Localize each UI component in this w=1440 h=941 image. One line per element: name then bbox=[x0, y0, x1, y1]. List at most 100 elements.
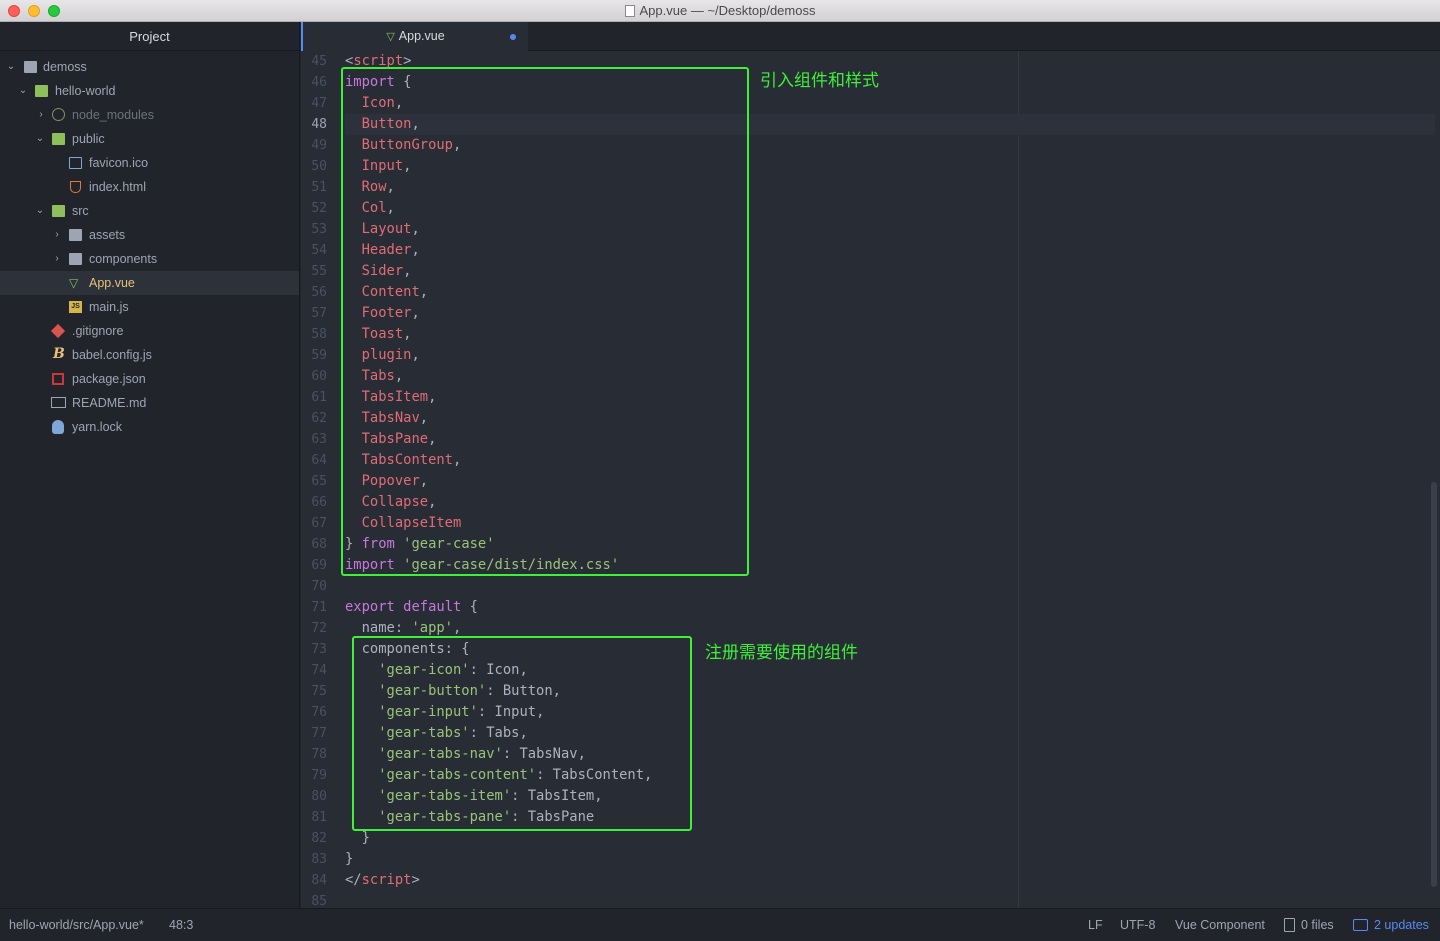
tree-item-hello-world[interactable]: ⌄ hello-world bbox=[0, 79, 299, 103]
tree-item-index-html[interactable]: index.html bbox=[0, 175, 299, 199]
code-line: Footer, bbox=[345, 305, 420, 321]
line-number[interactable]: 67 bbox=[311, 516, 327, 531]
line-number[interactable]: 58 bbox=[311, 327, 327, 342]
image-file-icon bbox=[69, 157, 82, 169]
line-number[interactable]: 53 bbox=[311, 222, 327, 237]
tree-item-label: .gitignore bbox=[72, 324, 124, 338]
line-number[interactable]: 54 bbox=[311, 243, 327, 258]
line-number[interactable]: 46 bbox=[311, 75, 327, 90]
chevron-right-icon[interactable]: › bbox=[55, 253, 59, 264]
tree-item-node-modules[interactable]: › node_modules bbox=[0, 103, 299, 127]
maximize-window-button[interactable] bbox=[48, 5, 60, 17]
line-number[interactable]: 62 bbox=[311, 411, 327, 426]
tree-item-src[interactable]: ⌄ src bbox=[0, 199, 299, 223]
line-number[interactable]: 61 bbox=[311, 390, 327, 405]
line-number[interactable]: 60 bbox=[311, 369, 327, 384]
tree-item-demoss[interactable]: ⌄ demoss bbox=[0, 55, 299, 79]
tree-item-public[interactable]: ⌄ public bbox=[0, 127, 299, 151]
line-number[interactable]: 75 bbox=[311, 684, 327, 699]
tree-item-app-vue[interactable]: ▽ App.vue bbox=[0, 271, 299, 295]
line-number[interactable]: 80 bbox=[311, 789, 327, 804]
status-updates[interactable]: 2 updates bbox=[1374, 918, 1429, 932]
status-cursor-position[interactable]: 48:3 bbox=[169, 918, 194, 932]
folder-open-icon bbox=[52, 133, 65, 145]
code-line: CollapseItem bbox=[345, 515, 462, 531]
file-tree: ⌄ demoss ⌄ hello-world › node_modules ⌄ … bbox=[0, 55, 299, 439]
minimize-window-button[interactable] bbox=[28, 5, 40, 17]
line-number[interactable]: 73 bbox=[311, 642, 327, 657]
js-icon: JS bbox=[69, 301, 82, 313]
line-number[interactable]: 70 bbox=[311, 579, 327, 594]
tree-item-label: components bbox=[89, 252, 158, 266]
tree-item-label: public bbox=[72, 132, 105, 146]
line-number[interactable]: 63 bbox=[311, 432, 327, 447]
line-number[interactable]: 79 bbox=[311, 768, 327, 783]
status-grammar[interactable]: Vue Component bbox=[1175, 918, 1265, 932]
chevron-right-icon[interactable]: › bbox=[39, 109, 43, 120]
line-number[interactable]: 81 bbox=[311, 810, 327, 825]
tree-item-package-json[interactable]: package.json bbox=[0, 367, 299, 391]
line-number[interactable]: 69 bbox=[311, 558, 327, 573]
line-number[interactable]: 51 bbox=[311, 180, 327, 195]
imports-annotation: 引入组件和样式 bbox=[760, 71, 879, 91]
chevron-down-icon[interactable]: ⌄ bbox=[35, 133, 45, 144]
line-number[interactable]: 66 bbox=[311, 495, 327, 510]
line-number[interactable]: 45 bbox=[311, 54, 327, 69]
line-number[interactable]: 64 bbox=[311, 453, 327, 468]
line-number[interactable]: 52 bbox=[311, 201, 327, 216]
status-files[interactable]: 0 files bbox=[1301, 918, 1334, 932]
line-number[interactable]: 47 bbox=[311, 96, 327, 111]
tree-item-babel-config[interactable]: B babel.config.js bbox=[0, 343, 299, 367]
status-file-path[interactable]: hello-world/src/App.vue* bbox=[9, 918, 144, 932]
tree-item-readme[interactable]: README.md bbox=[0, 391, 299, 415]
line-number[interactable]: 76 bbox=[311, 705, 327, 720]
line-number[interactable]: 77 bbox=[311, 726, 327, 741]
tree-item-label: yarn.lock bbox=[72, 420, 123, 434]
tree-item-label: node_modules bbox=[72, 108, 155, 122]
close-window-button[interactable] bbox=[8, 5, 20, 17]
project-panel-title[interactable]: Project bbox=[0, 22, 299, 51]
chevron-down-icon[interactable]: ⌄ bbox=[18, 85, 28, 96]
line-number[interactable]: 65 bbox=[311, 474, 327, 489]
tree-item-assets[interactable]: › assets bbox=[0, 223, 299, 247]
tree-item-gitignore[interactable]: .gitignore bbox=[0, 319, 299, 343]
line-number[interactable]: 49 bbox=[311, 138, 327, 153]
line-number[interactable]: 74 bbox=[311, 663, 327, 678]
markdown-icon bbox=[51, 397, 66, 408]
tab-app-vue[interactable]: ▽App.vue bbox=[301, 22, 528, 51]
line-number[interactable]: 57 bbox=[311, 306, 327, 321]
npm-icon bbox=[52, 373, 64, 385]
line-number[interactable]: 83 bbox=[311, 852, 327, 867]
chevron-down-icon[interactable]: ⌄ bbox=[35, 205, 45, 216]
code-area[interactable]: <script> import { Icon, Button, ButtonGr… bbox=[345, 51, 1435, 912]
modified-dot-icon[interactable] bbox=[510, 34, 516, 40]
line-number[interactable]: 78 bbox=[311, 747, 327, 762]
line-number[interactable]: 82 bbox=[311, 831, 327, 846]
line-number[interactable]: 50 bbox=[311, 159, 327, 174]
line-number[interactable]: 85 bbox=[311, 894, 327, 909]
code-line: TabsPane, bbox=[345, 431, 437, 447]
code-line: import { bbox=[345, 74, 412, 90]
line-number[interactable]: 59 bbox=[311, 348, 327, 363]
line-number[interactable]: 48 bbox=[311, 117, 327, 132]
line-number[interactable]: 68 bbox=[311, 537, 327, 552]
tree-item-favicon[interactable]: favicon.ico bbox=[0, 151, 299, 175]
line-number[interactable]: 55 bbox=[311, 264, 327, 279]
chevron-down-icon[interactable]: ⌄ bbox=[6, 61, 16, 72]
html5-icon bbox=[70, 181, 81, 193]
line-number[interactable]: 71 bbox=[311, 600, 327, 615]
code-line: Tabs, bbox=[345, 368, 404, 384]
status-encoding[interactable]: UTF-8 bbox=[1120, 918, 1156, 932]
tree-item-components[interactable]: › components bbox=[0, 247, 299, 271]
tree-item-yarn-lock[interactable]: yarn.lock bbox=[0, 415, 299, 439]
line-number[interactable]: 56 bbox=[311, 285, 327, 300]
line-number[interactable]: 84 bbox=[311, 873, 327, 888]
vertical-scrollbar[interactable] bbox=[1431, 482, 1437, 887]
tree-item-main-js[interactable]: JS main.js bbox=[0, 295, 299, 319]
line-number[interactable]: 72 bbox=[311, 621, 327, 636]
chevron-right-icon[interactable]: › bbox=[55, 229, 59, 240]
code-line: 'gear-tabs-pane': TabsPane bbox=[378, 809, 595, 825]
status-line-ending[interactable]: LF bbox=[1088, 918, 1103, 932]
tab-label: App.vue bbox=[398, 29, 445, 43]
tree-item-label: index.html bbox=[89, 180, 146, 194]
